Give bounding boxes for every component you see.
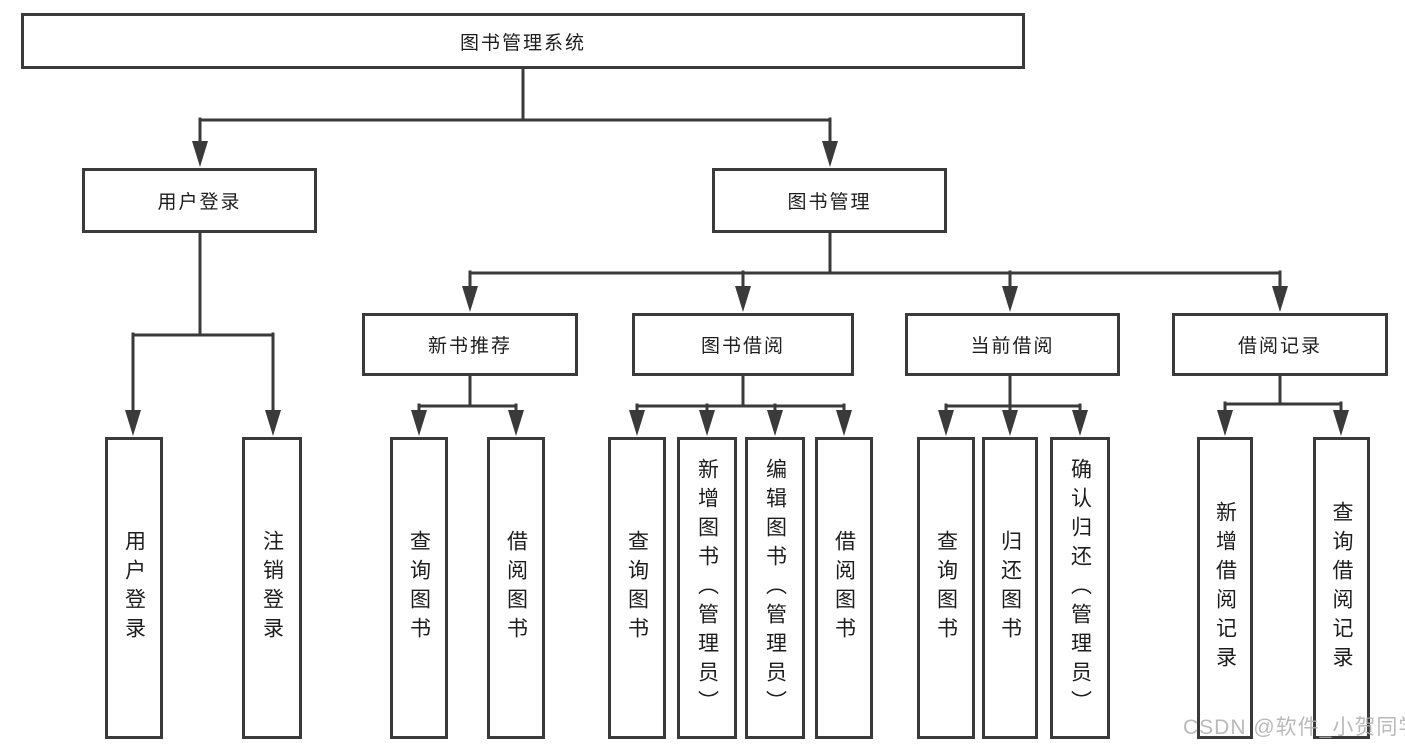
leaf-return-books: 归还图书 — [982, 437, 1038, 739]
connector-root — [198, 67, 832, 145]
leaf-label: 查询图书 — [625, 530, 649, 646]
leaf-confirm-return-admin: 确认归还（管理员） — [1050, 437, 1110, 739]
leaf-query-books-recommend: 查询图书 — [390, 437, 448, 739]
connector-new-book-recommend — [417, 374, 518, 413]
leaf-add-borrow-record: 新增借阅记录 — [1197, 437, 1253, 739]
connector-user-login — [131, 231, 275, 412]
connector-current-borrowing — [944, 374, 1082, 413]
node-label: 新书推荐 — [427, 336, 512, 357]
leaf-user-login: 用户登录 — [105, 437, 163, 739]
leaf-label: 注销登录 — [260, 530, 284, 646]
node-label: 图书借阅 — [700, 336, 785, 357]
leaf-label: 查询图书 — [407, 530, 431, 646]
node-new-book-recommend: 新书推荐 — [362, 313, 578, 376]
leaf-logout: 注销登录 — [242, 437, 302, 739]
node-borrowing-records: 借阅记录 — [1172, 313, 1388, 376]
leaf-add-books-admin: 新增图书（管理员） — [677, 437, 737, 739]
leaf-label: 用户登录 — [122, 530, 146, 646]
leaf-query-borrow-record: 查询借阅记录 — [1313, 437, 1370, 739]
node-user-login: 用户登录 — [82, 168, 317, 233]
node-label: 当前借阅 — [970, 336, 1055, 357]
leaf-label: 借阅图书 — [504, 530, 528, 646]
leaf-label: 确认归还（管理员） — [1068, 457, 1092, 719]
leaf-borrow-books-recommend: 借阅图书 — [487, 437, 545, 739]
node-library-management-system: 图书管理系统 — [21, 13, 1025, 69]
leaf-label: 归还图书 — [998, 530, 1022, 646]
leaf-label: 查询图书 — [934, 530, 958, 646]
node-label: 图书管理 — [787, 192, 872, 213]
connector-book-management — [468, 231, 1282, 289]
leaf-edit-books-admin: 编辑图书（管理员） — [745, 437, 805, 739]
node-label: 用户登录 — [157, 192, 242, 213]
leaf-label: 编辑图书（管理员） — [763, 457, 787, 719]
node-label: 图书管理系统 — [459, 32, 586, 54]
leaf-label: 新增借阅记录 — [1213, 501, 1237, 675]
leaf-label: 新增图书（管理员） — [695, 457, 719, 719]
csdn-watermark: CSDN @软件_小贺同学 — [1183, 716, 1405, 739]
leaf-borrow-books: 借阅图书 — [815, 437, 873, 739]
leaf-label: 借阅图书 — [832, 530, 856, 646]
connector-borrowing-records — [1223, 374, 1343, 413]
connector-book-borrowing — [635, 374, 846, 413]
node-current-borrowing: 当前借阅 — [905, 313, 1120, 376]
leaf-query-books-current: 查询图书 — [917, 437, 975, 739]
leaf-query-books-borrowing: 查询图书 — [608, 437, 666, 739]
node-book-borrowing: 图书借阅 — [632, 313, 854, 376]
node-label: 借阅记录 — [1237, 336, 1322, 357]
node-book-management: 图书管理 — [712, 168, 947, 233]
leaf-label: 查询借阅记录 — [1330, 501, 1353, 675]
